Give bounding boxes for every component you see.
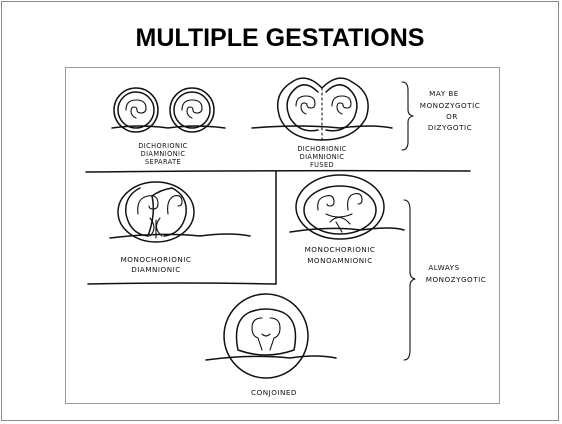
bracket-always xyxy=(404,200,415,360)
conjoined-illustration xyxy=(206,294,336,378)
label-dichorionic-fused-2: DIAMNIONIC xyxy=(300,153,345,161)
label-dichorionic-separate-2: DIAMNIONIC xyxy=(141,150,186,158)
label-mono-di-1: MONOCHORIONIC xyxy=(121,255,192,264)
label-mono-mono-1: MONOCHORIONIC xyxy=(305,245,376,254)
monochorionic-diamnionic-illustration xyxy=(110,182,250,242)
label-dichorionic-separate-3: SEPARATE xyxy=(145,158,181,166)
label-may-be-4: DIZYGOTIC xyxy=(428,123,472,132)
label-always-2: MONOZYGOTIC xyxy=(426,275,486,284)
monochorionic-monoamnionic-illustration xyxy=(290,175,404,239)
divider-horizontal xyxy=(86,171,470,172)
label-dichorionic-fused-3: FUSED xyxy=(310,161,334,169)
label-may-be-3: OR xyxy=(446,112,458,121)
label-mono-di-2: DIAMNIONIC xyxy=(131,265,180,274)
label-conjoined: CONJOINED xyxy=(251,388,297,397)
label-dichorionic-fused-1: DICHORIONIC xyxy=(297,145,346,153)
bracket-may-be xyxy=(402,82,413,150)
divider-bottom xyxy=(88,283,276,284)
dichorionic-fused-illustration xyxy=(252,78,392,140)
label-mono-mono-2: MONOAMNIONIC xyxy=(307,256,373,265)
label-may-be-1: MAY BE xyxy=(429,89,459,98)
dichorionic-separate-illustration xyxy=(112,88,225,132)
label-dichorionic-separate-1: DICHORIONIC xyxy=(138,142,187,150)
label-may-be-2: MONOZYGOTIC xyxy=(420,101,480,110)
label-always-1: ALWAYS xyxy=(428,263,459,272)
